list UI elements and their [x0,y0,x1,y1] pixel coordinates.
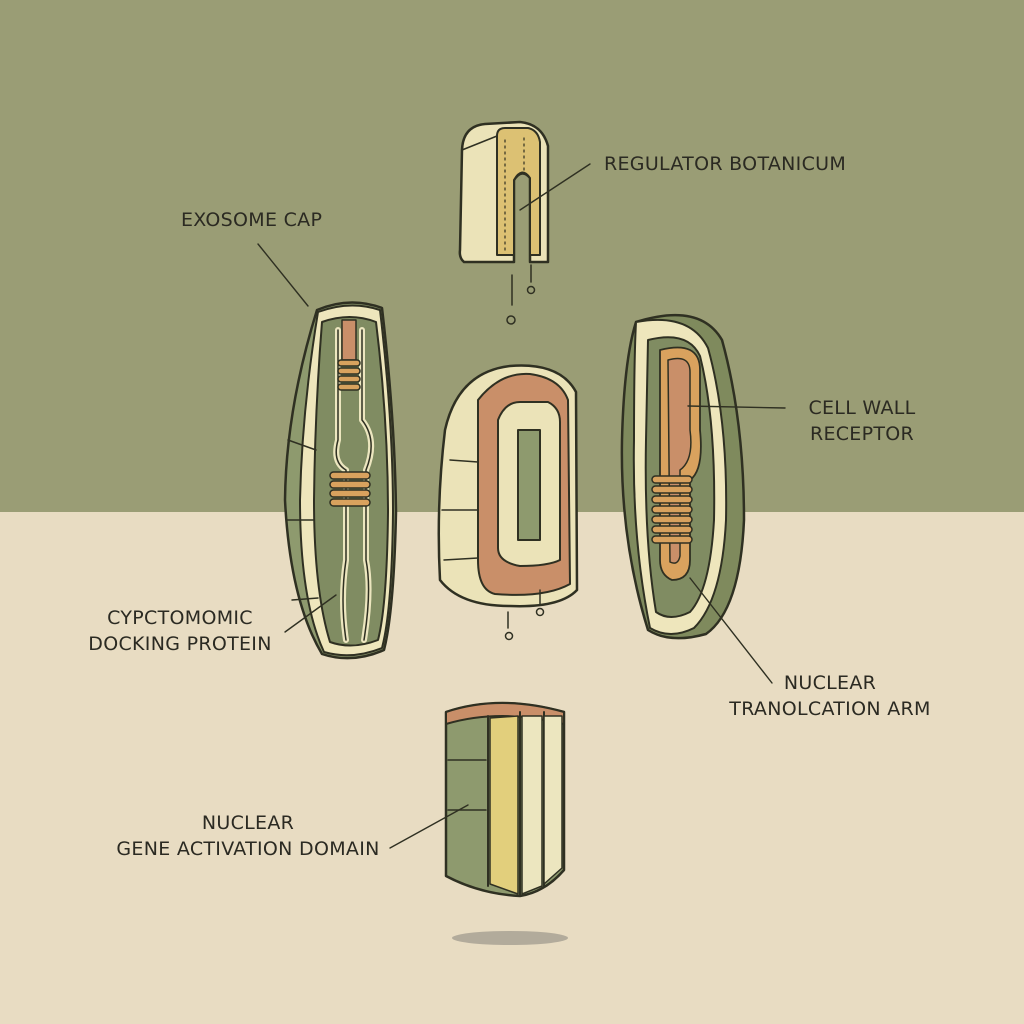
label-nuclear-gene-activation-domain: NUCLEAR GENE ACTIVATION DOMAIN [110,810,386,862]
label-text-line-2: DOCKING PROTEIN [88,633,272,655]
label-cell-wall-receptor: CELL WALL RECEPTOR [792,395,932,447]
label-text-line-2: TRANOLCATION ARM [729,698,931,720]
label-text-line-2: RECEPTOR [809,423,915,445]
leader-exosome [257,243,309,307]
center-piece [437,364,579,641]
label-text-line-1: CYPCTOMOMIC [107,607,253,629]
regulator-piece [458,120,550,325]
label-text-line-1: NUCLEAR [201,812,295,834]
gene-piece [444,701,566,898]
label-text: EXOSOME CAP [181,209,323,231]
label-text-line-2: GENE ACTIVATION DOMAIN [116,838,380,860]
drop-shadow [452,931,568,945]
label-nuclear-tranolcation-arm: NUCLEAR TRANOLCATION ARM [720,670,940,722]
exosome-piece [283,301,398,660]
label-docking-protein: CYPCTOMOMIC DOCKING PROTEIN [80,605,280,657]
leader-cell-wall [687,405,786,409]
leader-nuclear-arm [689,577,773,684]
leader-gene-domain [389,804,469,849]
label-exosome-cap: EXOSOME CAP [181,207,322,233]
label-regulator-botanicum: REGULATOR BOTANICUM [604,151,846,177]
label-text-line-1: CELL WALL [808,397,916,419]
leader-docking [284,594,337,633]
leader-regulator [519,163,591,211]
label-text: REGULATOR BOTANICUM [604,153,847,175]
label-text-line-1: NUCLEAR [783,672,877,694]
receptor-piece [620,313,746,640]
